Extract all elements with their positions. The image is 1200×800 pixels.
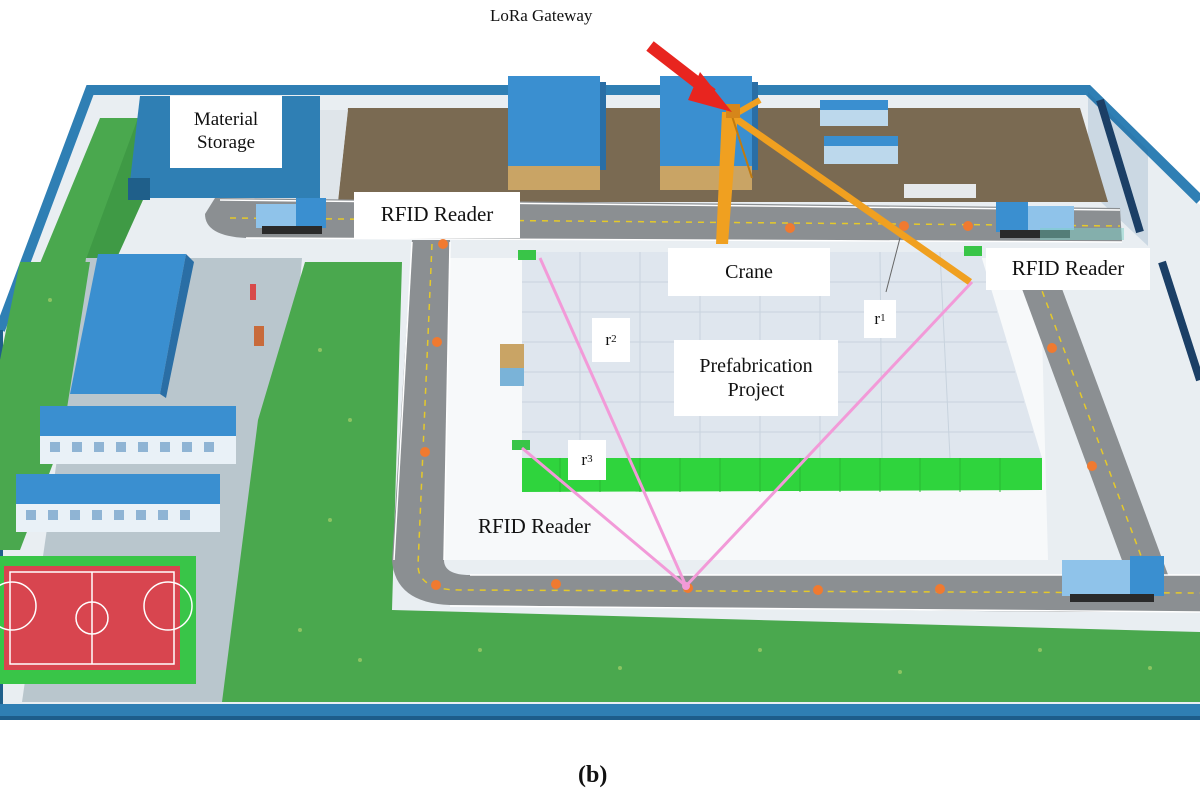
rfid-reader-label-top: RFID Reader: [354, 192, 520, 238]
gateway-arrow: [646, 41, 732, 112]
grass-main: [222, 262, 1200, 702]
rfid-signal-lines: [521, 257, 974, 588]
tower-crane: [716, 97, 973, 293]
right-wall: [1096, 98, 1144, 234]
boundary-wall-bottom: [0, 704, 1200, 716]
rfid-reader-label-right: RFID Reader: [986, 248, 1150, 290]
prefabrication-project-label: Prefabrication Project: [674, 340, 838, 416]
camp-buildings: [16, 254, 264, 532]
rfid-reader-devices: [512, 246, 982, 450]
figure-caption: (b): [578, 762, 608, 788]
tracked-tag: [682, 582, 690, 590]
rfid-reader-label-bottom: RFID Reader: [478, 514, 591, 538]
truck-bottom-right: [1062, 556, 1164, 602]
truck-top-left: [256, 198, 326, 234]
lora-gateway-label: LoRa Gateway: [490, 6, 593, 25]
crane-label: Crane: [668, 248, 830, 296]
truck-top-right: [996, 202, 1124, 240]
basketball-court: [0, 556, 196, 684]
material-storage-label: Material Storage: [170, 96, 282, 168]
sensor-dots: [420, 221, 1097, 595]
